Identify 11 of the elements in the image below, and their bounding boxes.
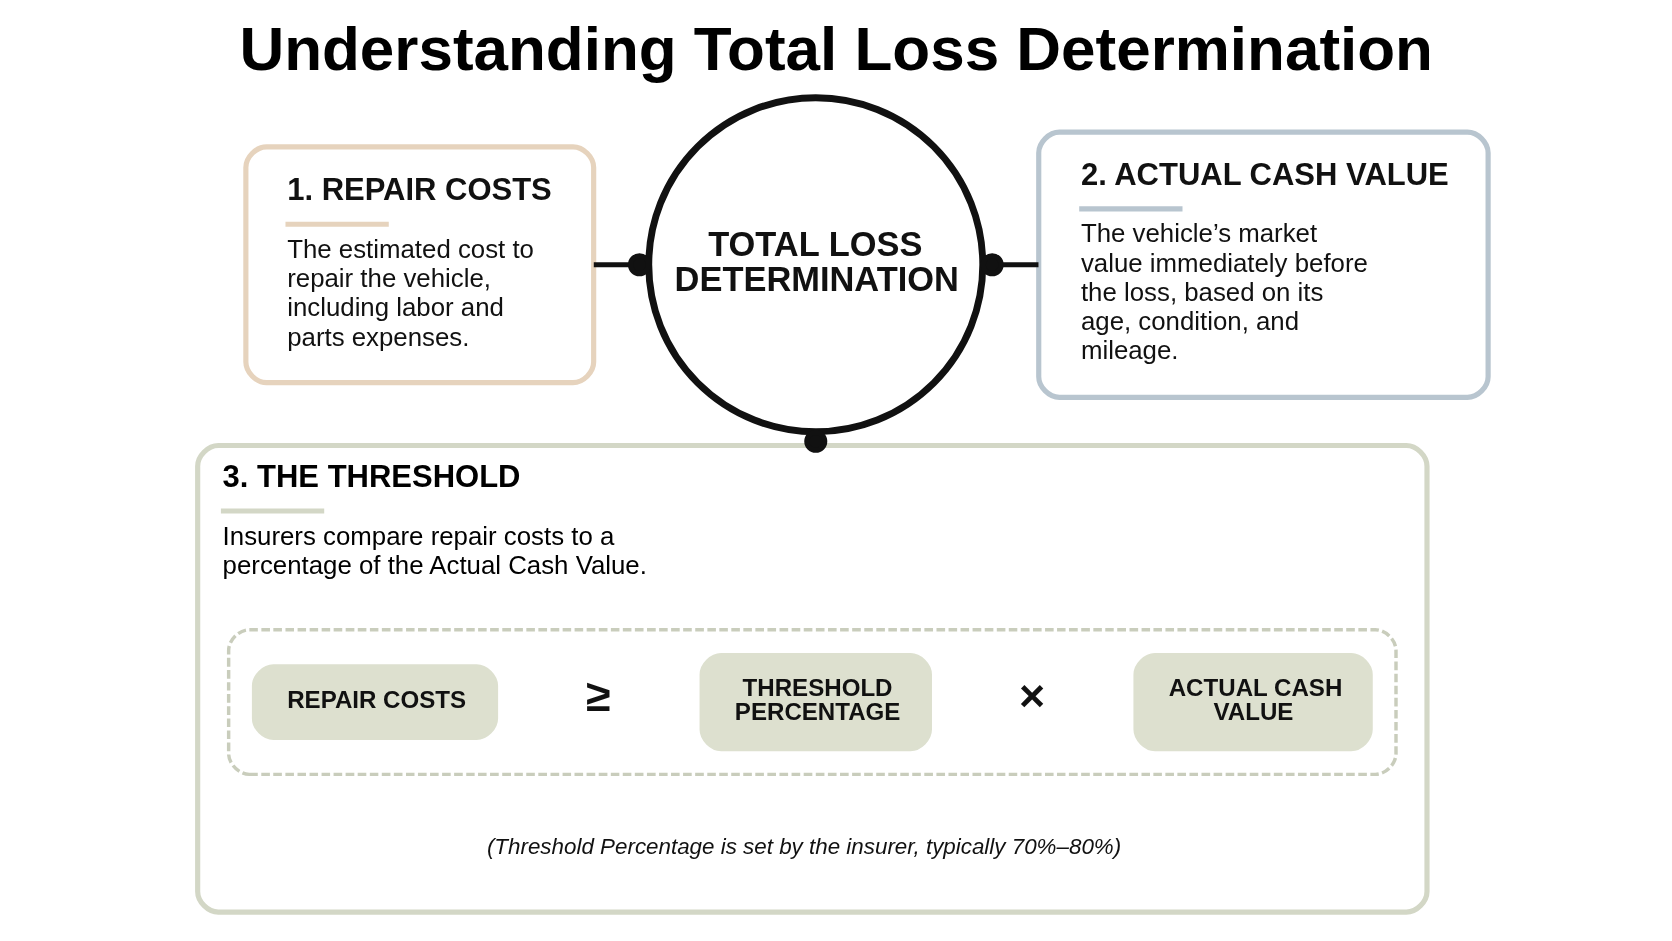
diagram-title: Understanding Total Loss Determination — [239, 13, 1433, 83]
node-box: 2. ACTUAL CASH VALUE The vehicle’s market value immediately before the loss, based on its age, condition, and mileage. — [1036, 129, 1491, 400]
node-box: THRESHOLD PERCENTAGE — [699, 653, 932, 752]
node-circle: TOTAL LOSS DETERMINATION — [645, 94, 987, 436]
cluster — [226, 628, 1398, 777]
label: ≥ — [585, 670, 611, 721]
node-box: 1. REPAIR COSTS The estimated cost to repair the vehicle, including labor and parts expenses. — [243, 144, 597, 386]
label: (Threshold Percentage is set by the insurer, typically 70%–80%) — [486, 834, 1122, 860]
node-box: ACTUAL CASH VALUE — [1133, 653, 1373, 752]
node-box: REPAIR COSTS — [251, 664, 499, 740]
label: × — [1018, 670, 1046, 721]
